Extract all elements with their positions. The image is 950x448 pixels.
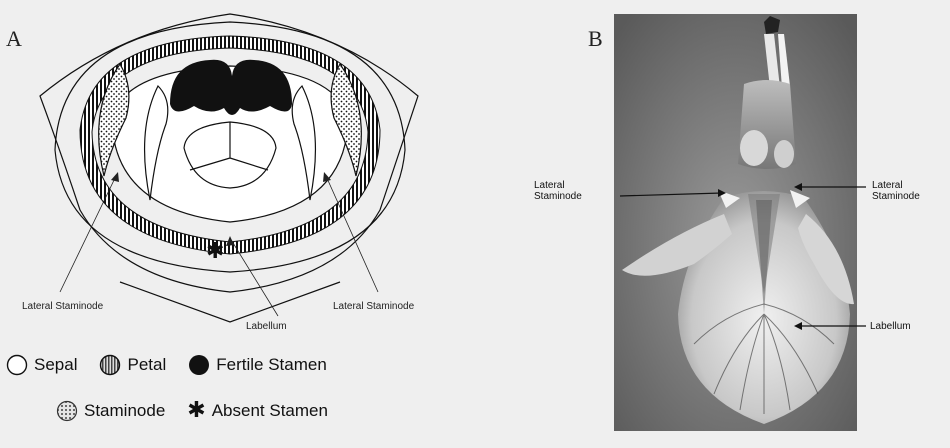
legend-petal-label: Petal (127, 355, 166, 375)
label-lateral-staminode-right: Lateral Staminode (333, 301, 414, 313)
sepal-bottom (120, 282, 340, 322)
photo-label-lateral-right-line1: Lateral (872, 180, 920, 191)
legend-staminode-label: Staminode (84, 401, 165, 421)
panel-letter-b: B (588, 26, 603, 52)
sepal-icon (6, 354, 28, 376)
photo-label-lateral-right: Lateral Staminode (872, 180, 920, 202)
photo-label-lateral-left: Lateral Staminode (534, 180, 582, 202)
legend-absent-stamen: ✱ Absent Stamen (187, 400, 328, 422)
legend-row-1: Sepal Petal Fertile Stamen (6, 354, 327, 376)
absent-stamen-marker: ✱ (206, 239, 224, 264)
legend-absent-stamen-label: Absent Stamen (212, 401, 328, 421)
photo-label-lateral-right-line2: Staminode (872, 191, 920, 202)
label-labellum: Labellum (246, 321, 287, 333)
legend-petal: Petal (99, 354, 166, 376)
fertile-stamen-icon (188, 354, 210, 376)
leader-left-staminode (60, 176, 116, 292)
legend-sepal-label: Sepal (34, 355, 77, 375)
absent-stamen-icon: ✱ (187, 400, 205, 422)
photograph-flower (614, 14, 857, 431)
legend-staminode: Staminode (56, 400, 165, 422)
legend-fertile-stamen: Fertile Stamen (188, 354, 327, 376)
floral-diagram: ✱ (0, 0, 560, 330)
legend-row-2: Staminode ✱ Absent Stamen (56, 400, 328, 422)
photo-label-lateral-left-line1: Lateral (534, 180, 582, 191)
petal-icon (99, 354, 121, 376)
arrowhead-labellum (226, 236, 234, 246)
label-lateral-staminode-left: Lateral Staminode (22, 301, 103, 313)
legend-fertile-stamen-label: Fertile Stamen (216, 355, 327, 375)
labellum-photograph (614, 14, 857, 431)
photo-label-lateral-left-line2: Staminode (534, 191, 582, 202)
arrowhead-left (111, 172, 119, 182)
photo-label-labellum: Labellum (870, 321, 911, 332)
legend-sepal: Sepal (6, 354, 77, 376)
staminode-icon (56, 400, 78, 422)
